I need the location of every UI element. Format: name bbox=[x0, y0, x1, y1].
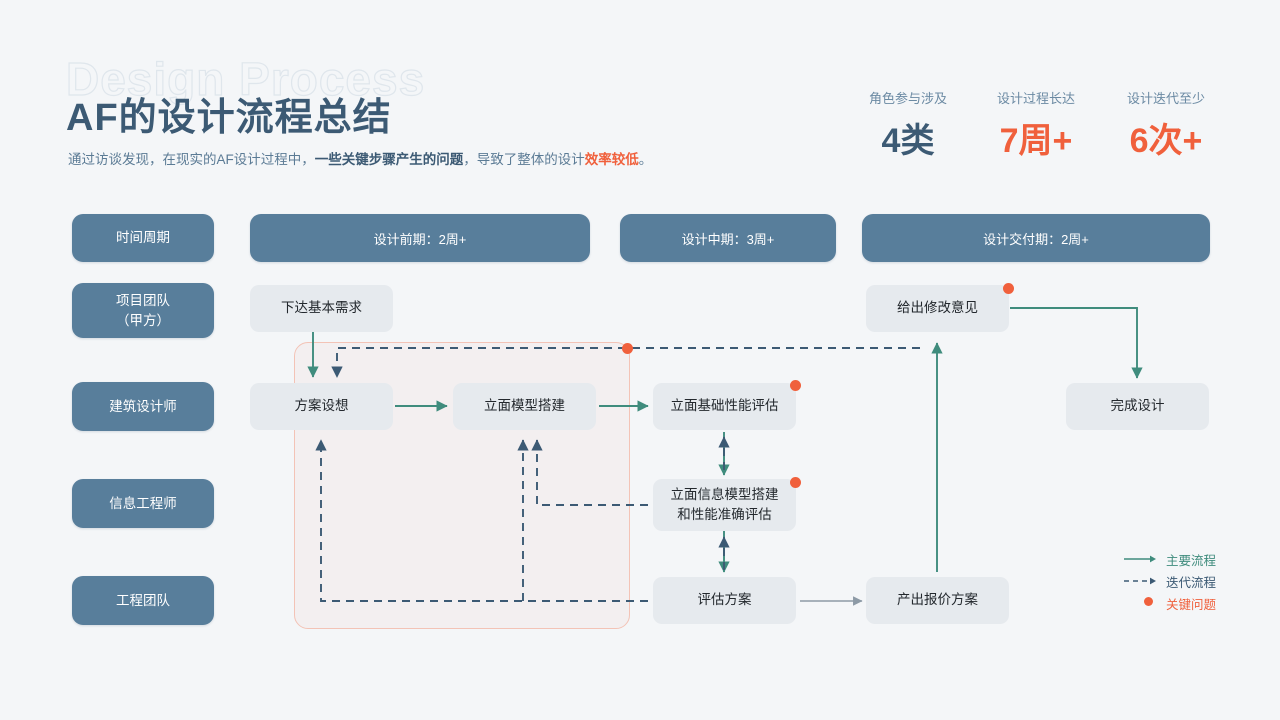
subtitle-part-2: ，导致了整体的设计 bbox=[463, 152, 585, 167]
key-problem-dot-icon bbox=[1124, 597, 1158, 609]
subtitle-end: 。 bbox=[638, 152, 653, 167]
node-facade-model[interactable]: 立面模型搭建 bbox=[453, 383, 596, 430]
stat-iterations-value: 6次+ bbox=[1129, 122, 1203, 160]
stat-duration-value: 7周+ bbox=[999, 122, 1073, 160]
role-chip-engineer[interactable]: 信息工程师 bbox=[72, 479, 214, 528]
stat-iterations: 设计迭代至少 6次+ bbox=[1110, 88, 1222, 162]
page-title: AF的设计流程总结 bbox=[66, 97, 392, 139]
stat-roles: 角色参与涉及 4类 bbox=[856, 88, 960, 162]
phase-bar-delivery[interactable]: 设计交付期：2周+ bbox=[862, 214, 1210, 262]
legend-label-key-problem: 关键问题 bbox=[1166, 597, 1217, 612]
node-basic-performance-eval[interactable]: 立面基础性能评估 bbox=[653, 383, 796, 430]
solid-arrow-icon bbox=[1124, 555, 1156, 563]
page-subtitle: 通过访谈发现，在现实的AF设计过程中，一些关键步骤产生的问题，导致了整体的设计效… bbox=[68, 148, 652, 168]
node-info-model-accurate-eval[interactable]: 立面信息模型搭建 和性能准确评估 bbox=[653, 479, 796, 531]
subtitle-emphasis: 一些关键步骤产生的问题 bbox=[314, 152, 464, 167]
node-produce-quote[interactable]: 产出报价方案 bbox=[866, 577, 1009, 624]
legend-label-iteration-flow: 迭代流程 bbox=[1166, 575, 1217, 590]
legend-item-iteration-flow: 迭代流程 bbox=[1124, 570, 1244, 592]
node-basic-requirements[interactable]: 下达基本需求 bbox=[250, 285, 393, 332]
legend: 主要流程 迭代流程 关键问题 bbox=[1124, 548, 1244, 614]
role-chip-timeline[interactable]: 时间周期 bbox=[72, 214, 214, 262]
node-design-complete[interactable]: 完成设计 bbox=[1066, 383, 1209, 430]
subtitle-highlight: 效率较低 bbox=[584, 152, 639, 167]
key-problem-dot-iteration-loop bbox=[622, 343, 633, 354]
role-chip-construction[interactable]: 工程团队 bbox=[72, 576, 214, 625]
subtitle-part-1: 通过访谈发现，在现实的AF设计过程中， bbox=[68, 152, 315, 167]
key-problem-dot-info-model bbox=[790, 477, 801, 488]
role-chip-architect[interactable]: 建筑设计师 bbox=[72, 382, 214, 431]
stat-roles-value: 4类 bbox=[881, 122, 935, 160]
stat-duration: 设计过程长达 7周+ bbox=[980, 88, 1092, 162]
key-problem-dot-performance-eval bbox=[790, 380, 801, 391]
stat-iterations-caption: 设计迭代至少 bbox=[1126, 91, 1205, 106]
key-problem-dot-revision bbox=[1003, 283, 1014, 294]
stat-duration-caption: 设计过程长达 bbox=[996, 91, 1075, 106]
phase-bar-mid[interactable]: 设计中期：3周+ bbox=[620, 214, 836, 262]
node-evaluate-scheme[interactable]: 评估方案 bbox=[653, 577, 796, 624]
phase-bar-early[interactable]: 设计前期：2周+ bbox=[250, 214, 590, 262]
node-revision-feedback[interactable]: 给出修改意见 bbox=[866, 285, 1009, 332]
legend-label-main-flow: 主要流程 bbox=[1166, 553, 1217, 568]
node-scheme-concept[interactable]: 方案设想 bbox=[250, 383, 393, 430]
legend-item-key-problem: 关键问题 bbox=[1124, 592, 1244, 614]
dashed-arrow-icon bbox=[1124, 577, 1156, 585]
role-chip-client[interactable]: 项目团队 （甲方） bbox=[72, 283, 214, 338]
watermark-text: Design Process bbox=[65, 52, 426, 105]
legend-item-main-flow: 主要流程 bbox=[1124, 548, 1244, 570]
stat-roles-caption: 角色参与涉及 bbox=[868, 91, 947, 106]
